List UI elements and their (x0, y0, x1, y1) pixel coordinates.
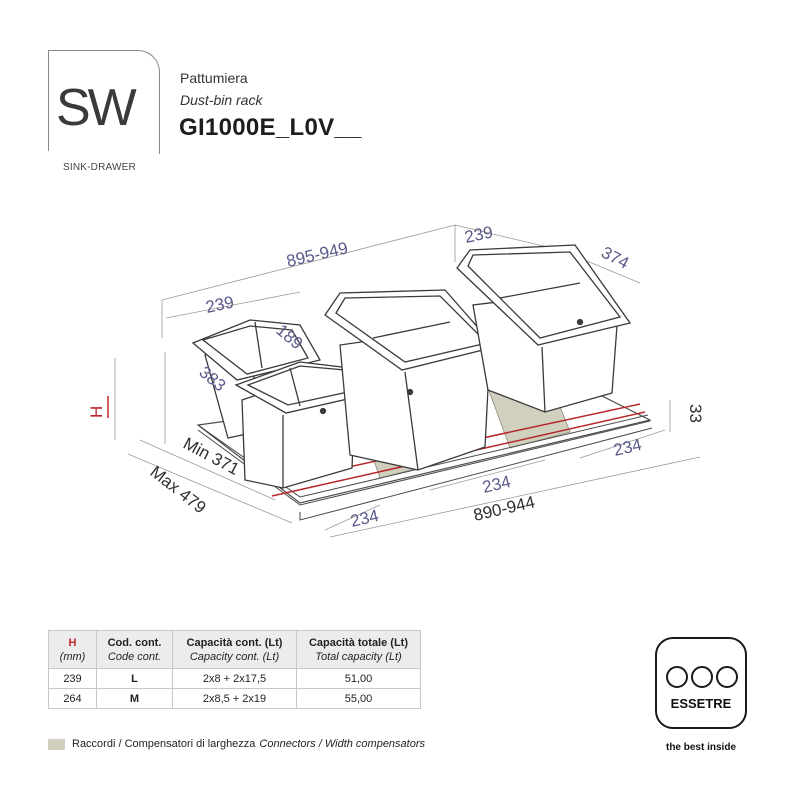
header-total-main: Capacità totale (Lt) (308, 636, 408, 649)
header-capacity: Capacità cont. (Lt) Capacity cont. (Lt) (172, 630, 297, 669)
capacity-table: H (mm) Cod. cont. Code cont. Capacità co… (48, 630, 421, 709)
header-capacity-main: Capacità cont. (Lt) (186, 636, 283, 649)
cell-capacity: 2x8,5 + 2x19 (172, 688, 297, 709)
logo-frame (48, 50, 160, 154)
height-label: H (87, 406, 106, 418)
cell-code: L (96, 668, 173, 689)
cell-code: M (96, 688, 173, 709)
cell-total: 51,00 (296, 668, 421, 689)
circle-icon (691, 666, 713, 688)
cell-capacity: 2x8 + 2x17,5 (172, 668, 297, 689)
header-height-sub: (mm) (59, 650, 86, 663)
cell-total: 55,00 (296, 688, 421, 709)
header-capacity-sub: Capacity cont. (Lt) (189, 650, 280, 663)
base-width-label: 890-944 (472, 492, 537, 525)
cell-height: 264 (48, 688, 97, 709)
product-title-english: Dust-bin rack (180, 92, 263, 108)
table-row: 264 M 2x8,5 + 2x19 55,00 (48, 688, 421, 709)
top-left-width-label: 239 (204, 292, 236, 316)
essetre-logo: ESSETRE (655, 637, 747, 729)
brand-tagline: the best inside (665, 742, 736, 753)
technical-drawing: 895-949 239 239 374 189 383 H Min 371 Ma… (87, 222, 705, 538)
table-row: 239 L 2x8 + 2x17,5 51,00 (48, 668, 421, 689)
header-total: Capacità totale (Lt) Total capacity (Lt) (296, 630, 421, 669)
brand-name: ESSETRE (670, 696, 732, 711)
header-code-sub: Code cont. (107, 650, 162, 663)
header-total-sub: Total capacity (Lt) (315, 650, 402, 663)
header-code: Cod. cont. Code cont. (96, 630, 173, 669)
top-right-width-label: 239 (463, 222, 495, 246)
product-code: GI1000E_L0V__ (179, 114, 362, 141)
overall-width-label: 895-949 (285, 238, 350, 271)
brand-logo: SW (56, 79, 137, 137)
right-bin-width-label: 234 (612, 435, 644, 460)
logo-circles-icon (666, 666, 738, 688)
product-title-italian: Pattumiera (180, 70, 248, 86)
base-height-label: 33 (686, 404, 705, 423)
max-depth-label: Max 479 (147, 462, 210, 517)
logo-subtitle: SINK-DRAWER (63, 162, 136, 173)
right-depth-label: 374 (598, 243, 632, 273)
circle-icon (666, 666, 688, 688)
connector-swatch (48, 738, 65, 750)
table-header-row: H (mm) Cod. cont. Code cont. Capacità co… (48, 630, 421, 669)
header-height: H (mm) (48, 630, 97, 669)
circle-icon (716, 666, 738, 688)
cell-height: 239 (48, 668, 97, 689)
legend-label-italian: Raccordi / Compensatori di larghezza (72, 738, 256, 750)
header-height-main: H (68, 636, 77, 649)
legend: Raccordi / Compensatori di larghezza Con… (48, 738, 425, 750)
header-code-main: Cod. cont. (107, 636, 162, 649)
legend-label-english: Connectors / Width compensators (259, 738, 426, 750)
